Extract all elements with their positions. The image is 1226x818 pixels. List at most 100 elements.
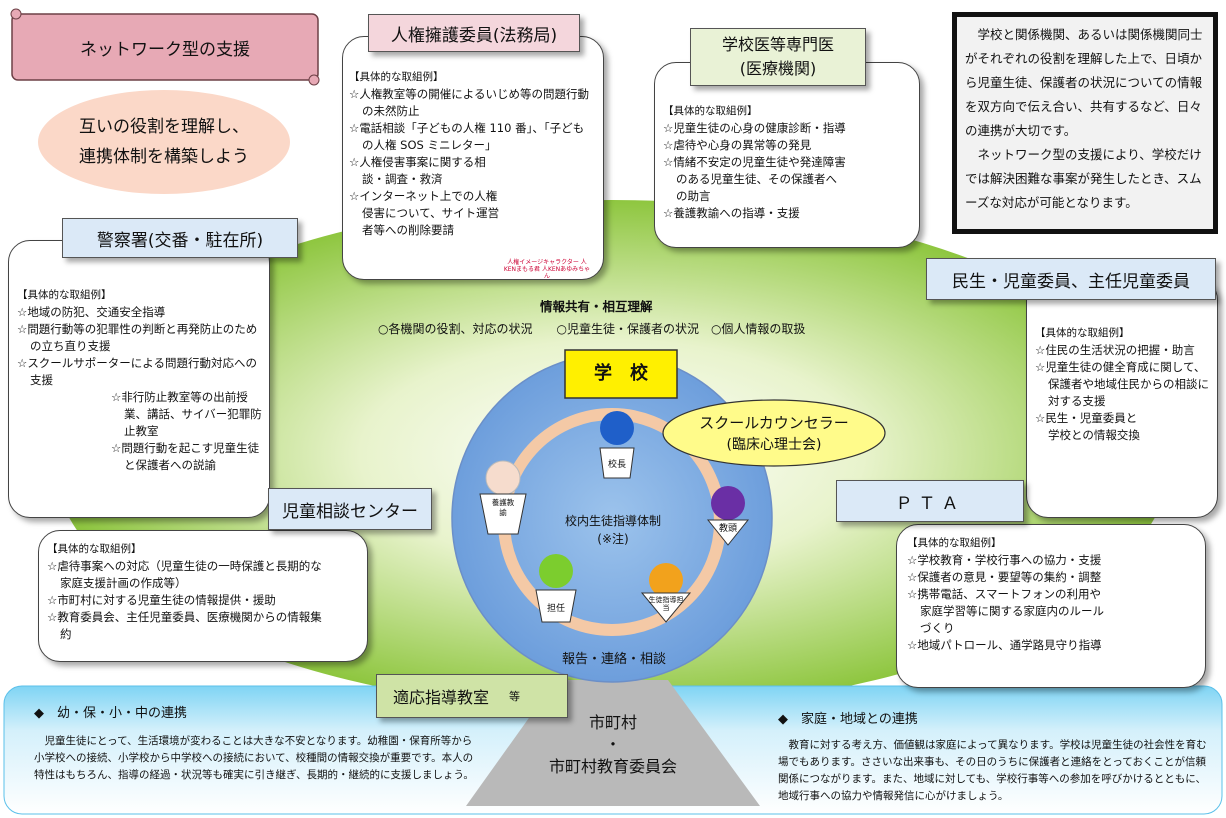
slogan-line-2: 連携体制を構築しよう	[79, 147, 249, 167]
police-list: 地域の防犯、交通安全指導 問題行動等の犯罪性の判断と再発防止のための立ち直り支援…	[17, 304, 263, 474]
bottom-left-section: ◆ 幼・保・小・中の連携 児童生徒にとって、生活環境が変わることは大きな不安とな…	[34, 702, 474, 784]
role-nurse-text: 養護教諭	[491, 498, 515, 517]
human-rights-title: 人権擁護委員(法務局)	[390, 25, 558, 46]
welfare-list: 住民の生活状況の把握・助言 児童生徒の健全育成に関して、保護者や地域住民からの相…	[1035, 342, 1213, 444]
card-school-doctor: 【具体的な取組例】 児童生徒の心身の健康診断・指導 虐待や心身の異常等の発見 情…	[654, 62, 920, 248]
list-item: 民生・児童委員と学校との情報交換	[1035, 410, 1144, 444]
diamond-icon: ◆	[34, 706, 57, 721]
list-item: 人権教室等の開催によるいじめ等の問題行動の未然防止	[349, 86, 595, 120]
bottom-left-title: 幼・保・小・中の連携	[57, 706, 188, 721]
school-label-box	[564, 349, 678, 399]
card-police: 【具体的な取組例】 地域の防犯、交通安全指導 問題行動等の犯罪性の判断と再発防止…	[8, 240, 270, 518]
card-header: 【具体的な取組例】	[47, 543, 142, 555]
list-item: 人権侵害事案に関する相談・調査・救済	[349, 154, 490, 188]
list-item: 市町村に対する児童生徒の情報提供・援助	[47, 592, 361, 609]
municipal-dot: ・	[604, 735, 621, 754]
principal-node	[600, 411, 634, 445]
title-banner: ネットワーク型の支援	[12, 14, 318, 80]
pta-list: 学校教育・学校行事への協力・支援 保護者の意見・要望等の集約・調整 携帯電話、ス…	[907, 552, 1199, 654]
list-item: 虐待や心身の異常等の発見	[663, 137, 856, 154]
title-police: 警察署(交番・駐在所)	[62, 218, 298, 258]
municipal-line-2: 市町村教育委員会	[548, 757, 677, 776]
sharing-title: 情報共有・相互理解	[540, 299, 653, 314]
child-guidance-list: 虐待事案への対応（児童生徒の一時保護と長期的な家庭支援計画の作成等） 市町村に対…	[47, 558, 361, 643]
list-item: 学校教育・学校行事への協力・支援	[907, 552, 1199, 569]
summary-paragraph-1: 学校と関係機関、あるいは関係機関同士がそれぞれの役割を理解した上で、日頃から児童…	[965, 27, 1203, 138]
card-header: 【具体的な取組例】	[349, 71, 444, 83]
bottom-right-section: ◆ 家庭・地域との連携 教育に対する考え方、価値観は家庭によって異なります。学校…	[778, 708, 1208, 805]
school-system-line-1: 校内生徒指導体制	[564, 514, 661, 528]
bottom-left-text: 児童生徒にとって、生活環境が変わることは大きな不安となります。幼稚園・保育所等か…	[34, 735, 474, 781]
school-doctor-title-1: 学校医等専門医	[721, 35, 834, 54]
principal-tag	[599, 447, 635, 479]
counselor-line-2: (臨床心理士会)	[726, 437, 822, 453]
police-title: 警察署(交番・駐在所)	[96, 230, 264, 251]
card-welfare: 【具体的な取組例】 住民の生活状況の把握・助言 児童生徒の健全育成に関して、保護…	[1026, 278, 1218, 518]
card-header: 【具体的な取組例】	[17, 289, 112, 301]
list-item: 問題行動等の犯罪性の判断と再発防止のための立ち直り支援	[17, 321, 263, 355]
school-doctor-list: 児童生徒の心身の健康診断・指導 虐待や心身の異常等の発見 情緒不安定の児童生徒や…	[663, 120, 911, 222]
slogan-ellipse	[38, 90, 290, 194]
list-item: 住民の生活状況の把握・助言	[1035, 342, 1213, 359]
report-label: 報告・連絡・相談	[561, 652, 666, 667]
title-school-doctor: 学校医等専門医 (医療機関)	[690, 28, 866, 86]
municipal: 市町村 ・ 市町村教育委員会	[520, 712, 706, 778]
list-item: スクールサポーターによる問題行動対応への支援	[17, 355, 263, 389]
list-item: 教育委員会、主任児童委員、医療機関からの情報集約	[47, 609, 332, 643]
guidance-node	[649, 563, 683, 597]
vice-node	[711, 486, 745, 520]
school-label: 学 校	[594, 363, 648, 384]
list-item: 問題行動を起こす児童生徒と保護者への説諭	[111, 440, 263, 474]
list-item: 非行防止教室等の出前授業、講話、サイバー犯罪防止教室	[111, 389, 263, 440]
list-item: 虐待事案への対応（児童生徒の一時保護と長期的な家庭支援計画の作成等）	[47, 558, 332, 592]
title-welfare: 民生・児童委員、主任児童委員	[926, 258, 1216, 300]
list-item: 情緒不安定の児童生徒や発達障害のある児童生徒、その保護者への助言	[663, 154, 846, 205]
list-item: 養護教諭への指導・支援	[663, 205, 911, 222]
role-nurse-label: 養護教諭	[490, 498, 516, 518]
diamond-icon: ◆	[778, 712, 801, 727]
bottom-right-title: 家庭・地域との連携	[801, 712, 918, 727]
role-vice-label: 教頭	[718, 524, 737, 534]
vice-tag	[706, 519, 750, 546]
title-pta: ＰＴＡ	[836, 480, 1024, 522]
municipal-line-1: 市町村	[588, 713, 637, 732]
list-item: 地域パトロール、通学路見守り指導	[907, 637, 1120, 654]
nurse-tag	[479, 493, 527, 535]
bottom-right-heading: ◆ 家庭・地域との連携	[778, 708, 1208, 727]
adaptation-classroom-box: 適応指導教室 等	[376, 674, 568, 718]
summary-paragraph-2: ネットワーク型の支援により、学校だけでは解決困難な事案が発生したとき、スムーズな…	[965, 147, 1202, 210]
card-human-rights: 【具体的な取組例】 人権教室等の開催によるいじめ等の問題行動の未然防止 電話相談…	[342, 36, 604, 280]
list-item: インターネット上での人権侵害について、サイト運営者等への削除要請	[349, 188, 500, 239]
guidance-tag	[640, 592, 692, 623]
nurse-node	[485, 460, 521, 496]
counselor-ellipse	[662, 399, 886, 467]
title-banner-shape	[11, 13, 319, 81]
list-item: 地域の防犯、交通安全指導	[17, 304, 263, 321]
pta-title: ＰＴＡ	[895, 493, 965, 514]
mascot-caption: 人権イメージキャラクター 人KENまもる君 人KENあゆみちゃん	[503, 259, 591, 280]
sharing-items: ○各機関の役割、対応の状況 ○児童生徒・保護者の状況 ○個人情報の取扱	[378, 322, 806, 336]
role-principal-label: 校長	[607, 460, 626, 470]
adaptation-classroom-label: 適応指導教室	[393, 688, 490, 707]
school-system-line-2: (※注)	[597, 532, 629, 546]
child-guidance-title: 児童相談センター	[282, 501, 418, 522]
adaptation-classroom-suffix: 等	[509, 690, 521, 703]
title-human-rights: 人権擁護委員(法務局)	[368, 14, 580, 52]
title-child-guidance: 児童相談センター	[268, 488, 432, 530]
card-header: 【具体的な取組例】	[907, 537, 1002, 549]
human-rights-list: 人権教室等の開催によるいじめ等の問題行動の未然防止 電話相談「子どもの人権 11…	[349, 86, 595, 239]
list-item: 電話相談「子どもの人権 110 番」、「子どもの人権 SOS ミニレター」	[349, 120, 595, 154]
homeroom-tag	[535, 589, 577, 623]
card-child-guidance: 【具体的な取組例】 虐待事案への対応（児童生徒の一時保護と長期的な家庭支援計画の…	[38, 530, 368, 662]
counselor-line-1: スクールカウンセラー	[699, 414, 849, 432]
list-item: 児童生徒の健全育成に関して、保護者や地域住民からの相談に対する支援	[1035, 359, 1213, 410]
summary-box: 学校と関係機関、あるいは関係機関同士がそれぞれの役割を理解した上で、日頃から児童…	[952, 12, 1218, 234]
homeroom-node	[539, 554, 573, 588]
list-item: 携帯電話、スマートフォンの利用や家庭学習等に関する家庭内のルールづくり	[907, 586, 1110, 637]
list-item: 保護者の意見・要望等の集約・調整	[907, 569, 1199, 586]
card-pta: 【具体的な取組例】 学校教育・学校行事への協力・支援 保護者の意見・要望等の集約…	[896, 524, 1206, 688]
welfare-title: 民生・児童委員、主任児童委員	[952, 271, 1190, 292]
role-guidance-text: 生徒指導担当	[648, 596, 684, 612]
school-system: 校内生徒指導体制 (※注)	[558, 512, 668, 548]
slogan-line-1: 互いの役割を理解し、	[79, 117, 249, 137]
